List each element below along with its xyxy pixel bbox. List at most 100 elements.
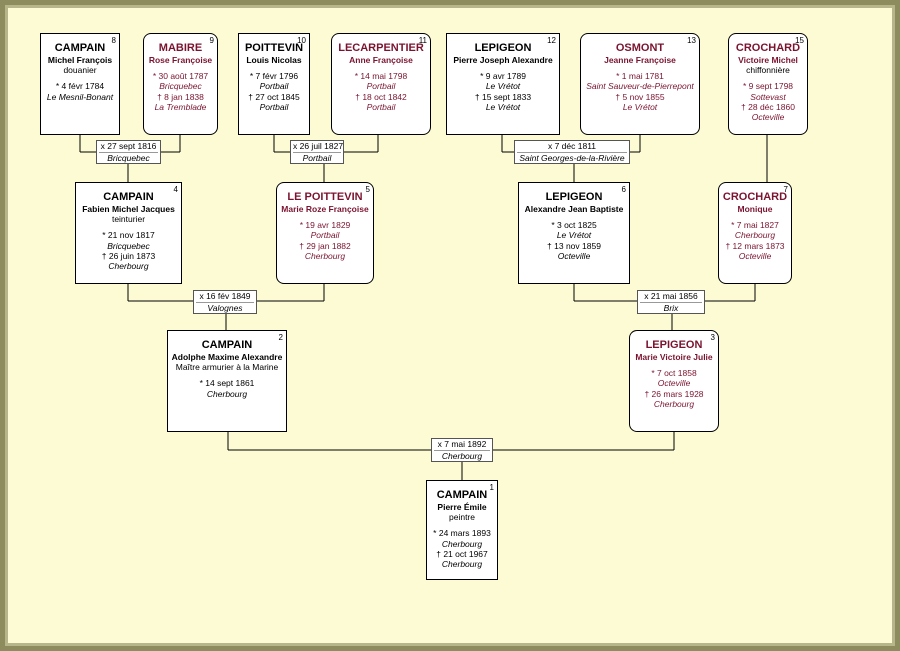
occupation: Maître armurier à la Marine: [175, 362, 279, 373]
occupation: douanier: [63, 65, 97, 76]
marriage-place: Saint Georges-de-la-Rivière: [517, 151, 627, 164]
event-place: Portbail: [310, 230, 340, 241]
event-place: Portbail: [259, 81, 289, 92]
event-place: Cherbourg: [304, 250, 346, 261]
birth-date: * 1 mai 1781: [616, 71, 664, 82]
sosa-number: 15: [795, 36, 804, 45]
birth-date: * 9 sept 1798: [742, 81, 794, 92]
birth-date: * 4 févr 1784: [55, 81, 105, 92]
event-place: Cherbourg: [206, 388, 248, 399]
event-place: Saint Sauveur-de-Pierrepont: [586, 81, 694, 92]
event-place: Cherbourg: [441, 559, 483, 570]
event-place: Portbail: [259, 101, 289, 112]
person-surname: POITTEVIN: [244, 42, 304, 54]
person-given-names: Fabien Michel Jacques: [82, 204, 175, 214]
person-given-names: Michel François: [47, 55, 113, 65]
sosa-number: 1: [489, 483, 494, 492]
death-date: † 8 jan 1838: [157, 91, 204, 102]
birth-date: * 30 août 1787: [152, 71, 209, 82]
death-date: † 13 nov 1859: [547, 240, 601, 251]
marriage-date: x 27 sept 1816: [100, 141, 157, 151]
person-given-names: Anne Françoise: [349, 55, 413, 65]
person-given-names: Alexandre Jean Baptiste: [524, 204, 624, 214]
occupation: peintre: [449, 512, 475, 523]
marriage-date: x 21 mai 1856: [644, 291, 698, 301]
person-surname: OSMONT: [615, 42, 665, 54]
marriage-date: x 7 déc 1811: [547, 141, 597, 151]
birth-date: * 7 févr 1796: [249, 71, 299, 82]
birth-date: * 14 sept 1861: [199, 378, 255, 389]
person-given-names: Pierre Émile: [437, 502, 487, 512]
occupation: teinturier: [111, 214, 146, 225]
event-place: Le Vrétot: [485, 81, 521, 92]
person-surname: LEPIGEON: [545, 191, 603, 203]
person-given-names: Louis Nicolas: [246, 55, 302, 65]
death-date: † 26 mars 1928: [644, 388, 704, 399]
person-given-names: Pierre Joseph Alexandre: [453, 55, 553, 65]
occupation: chiffonnière: [746, 65, 790, 76]
birth-date: * 3 oct 1825: [551, 220, 597, 231]
event-place: Octeville: [751, 112, 785, 123]
sosa-number: 3: [710, 333, 715, 342]
sosa-number: 5: [365, 185, 370, 194]
marriage-date: x 26 juil 1827: [293, 141, 344, 151]
marriage-place: Cherbourg: [434, 449, 490, 462]
person-given-names: Marie Victoire Julie: [635, 352, 713, 362]
sosa-number: 6: [621, 185, 626, 194]
death-date: † 15 sept 1833: [474, 91, 532, 102]
marriage-place: Valognes: [196, 301, 254, 314]
marriage-date: x 16 fév 1849: [199, 291, 251, 301]
event-place: Octeville: [738, 250, 772, 261]
death-date: † 29 jan 1882: [299, 240, 351, 251]
event-place: Octeville: [657, 378, 691, 389]
sosa-number: 7: [783, 185, 788, 194]
event-place: Le Vrétot: [622, 101, 658, 112]
person-given-names: Monique: [737, 204, 773, 214]
death-date: † 21 oct 1967: [436, 548, 488, 559]
event-place: Portbail: [366, 81, 396, 92]
death-date: † 12 mars 1873: [725, 240, 785, 251]
person-surname: LECARPENTIER: [338, 42, 424, 54]
person-surname: CROCHARD: [722, 191, 788, 203]
marriage-place: Bricquebec: [99, 151, 158, 164]
person-given-names: Adolphe Maxime Alexandre: [171, 352, 283, 362]
person-surname: LEPIGEON: [474, 42, 532, 54]
sosa-number: 12: [547, 36, 556, 45]
birth-date: * 21 nov 1817: [102, 230, 155, 241]
event-place: Portbail: [366, 101, 396, 112]
sosa-number: 10: [297, 36, 306, 45]
sosa-number: 13: [687, 36, 696, 45]
death-date: † 5 nov 1855: [615, 91, 665, 102]
person-surname: CROCHARD: [735, 42, 801, 54]
marriage-date: x 7 mai 1892: [437, 439, 487, 449]
event-place: Octeville: [557, 250, 591, 261]
event-place: Sottevast: [750, 91, 786, 102]
person-surname: CAMPAIN: [54, 42, 106, 54]
birth-date: * 9 avr 1789: [480, 71, 526, 82]
death-date: † 26 juin 1873: [101, 250, 156, 261]
marriage-place: Portbail: [293, 151, 341, 164]
sosa-number: 9: [209, 36, 214, 45]
event-place: La Tremblade: [154, 101, 207, 112]
event-place: Le Mesnil-Bonant: [46, 91, 114, 102]
event-place: Cherbourg: [441, 538, 483, 549]
person-given-names: Victoire Michel: [738, 55, 798, 65]
death-date: † 27 oct 1845: [248, 91, 300, 102]
sosa-number: 4: [173, 185, 178, 194]
